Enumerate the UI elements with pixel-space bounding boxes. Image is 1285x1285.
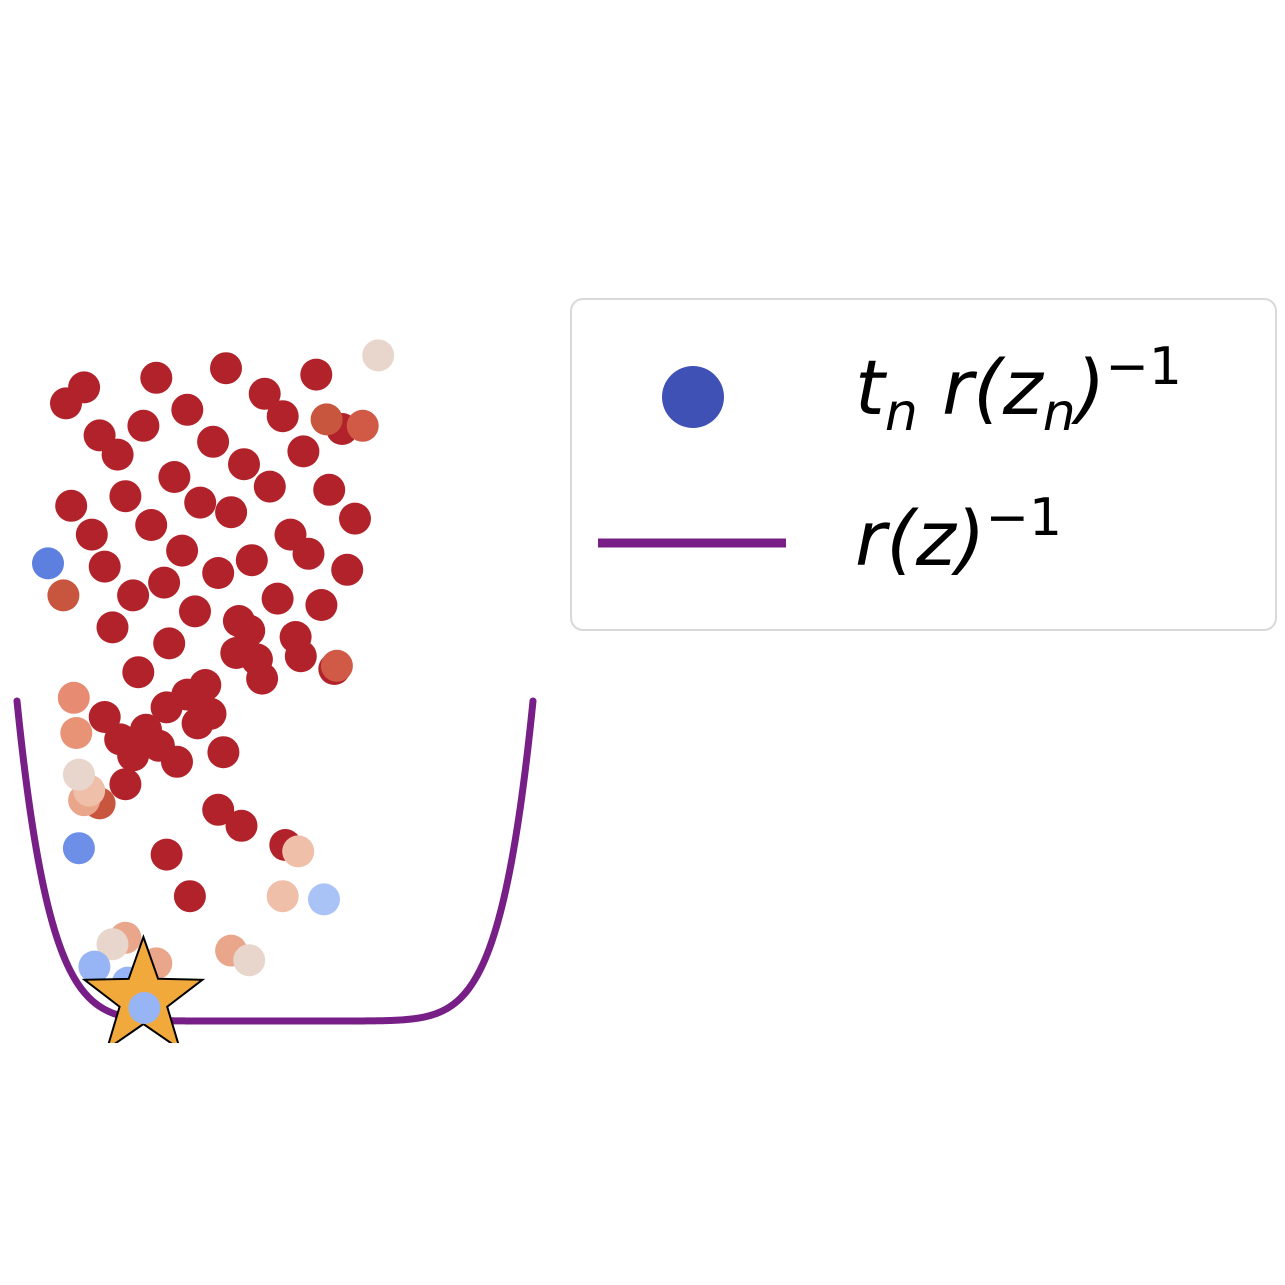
scatter-point xyxy=(362,339,395,372)
scatter-point xyxy=(282,835,315,868)
scatter-point xyxy=(248,377,281,410)
scatter-point xyxy=(194,697,227,730)
scatter-point xyxy=(158,461,191,493)
legend-scatter-marker xyxy=(662,366,724,428)
scatter-point xyxy=(88,701,121,733)
scatter-points xyxy=(32,339,395,999)
scatter-point xyxy=(150,838,183,871)
scatter-point xyxy=(88,550,121,583)
scatter-point xyxy=(32,547,64,580)
scatter-point xyxy=(210,352,242,385)
scatter-point xyxy=(308,883,340,916)
scatter-point xyxy=(171,393,204,426)
legend-scatter-label-t: t xyxy=(855,343,888,432)
scatter-point xyxy=(148,566,181,599)
scatter-point xyxy=(109,768,142,801)
scatter-point xyxy=(96,928,129,961)
scatter-point xyxy=(166,534,199,567)
scatter-point xyxy=(261,582,294,615)
scatter-point xyxy=(346,409,379,442)
scatter-point xyxy=(287,435,320,468)
scatter-point xyxy=(62,758,95,791)
scatter-point xyxy=(215,496,248,529)
scatter-point xyxy=(122,656,155,689)
scatter-point xyxy=(197,425,230,458)
scatter-point xyxy=(57,681,90,714)
scatter-point xyxy=(101,438,134,471)
scatter-point xyxy=(331,553,364,586)
scatter-point xyxy=(109,480,142,513)
scatter-point xyxy=(68,371,101,404)
legend-scatter-label-sup: −1 xyxy=(1105,337,1182,397)
scatter-point xyxy=(253,470,286,503)
scatter-point xyxy=(161,745,193,778)
scatter-point xyxy=(225,809,258,842)
scatter-point xyxy=(173,880,206,913)
scatter-point xyxy=(117,579,150,612)
scatter-point xyxy=(78,950,111,983)
point-on-star xyxy=(128,992,161,1024)
plot-area xyxy=(13,339,537,1043)
scatter-point xyxy=(292,537,325,570)
scatter-point xyxy=(310,403,343,436)
scatter-point xyxy=(320,649,353,682)
scatter-point xyxy=(266,400,299,433)
legend-line-label: r(z)−1 xyxy=(855,488,1062,583)
scatter-point xyxy=(153,627,186,660)
legend-scatter-label-sub1: n xyxy=(885,383,918,443)
scatter-point xyxy=(246,662,279,695)
scatter-point xyxy=(127,409,160,442)
legend-line-label-sup: −1 xyxy=(985,488,1062,548)
scatter-point xyxy=(284,640,317,673)
scatter-point xyxy=(60,717,93,749)
scatter-point xyxy=(313,473,346,506)
scatter-point xyxy=(96,611,129,644)
scatter-point xyxy=(305,589,338,621)
scatter-point xyxy=(55,489,88,522)
legend: tn r(zn)−1 r(z)−1 xyxy=(570,298,1277,631)
scatter-point xyxy=(135,509,168,541)
scatter-point xyxy=(233,614,266,647)
scatter-point xyxy=(300,358,333,391)
scatter-point xyxy=(339,502,371,535)
scatter-point xyxy=(228,448,260,481)
scatter-point xyxy=(207,736,240,769)
scatter-point xyxy=(266,880,299,913)
scatter-point xyxy=(171,678,204,711)
scatter-point xyxy=(235,544,268,577)
scatter-point xyxy=(184,486,217,519)
legend-scatter-label-sub2: n xyxy=(1043,383,1076,443)
scatter-point xyxy=(62,832,95,865)
scatter-point xyxy=(233,944,266,977)
legend-scatter-label: tn r(zn)−1 xyxy=(855,337,1182,443)
scatter-point xyxy=(202,793,235,826)
optimum-star-marker xyxy=(81,933,206,1043)
scatter-point xyxy=(47,579,80,612)
scatter-point xyxy=(140,361,173,394)
scatter-point xyxy=(202,557,235,589)
scatter-point xyxy=(179,595,211,628)
curve-line xyxy=(13,697,537,1025)
legend-scatter-label-close: ) xyxy=(1071,343,1106,432)
legend-scatter-label-mid: r(z xyxy=(918,343,1045,432)
scatter-point xyxy=(75,518,108,551)
scatter-point xyxy=(117,739,150,772)
legend-line-label-base: r(z) xyxy=(855,494,985,583)
